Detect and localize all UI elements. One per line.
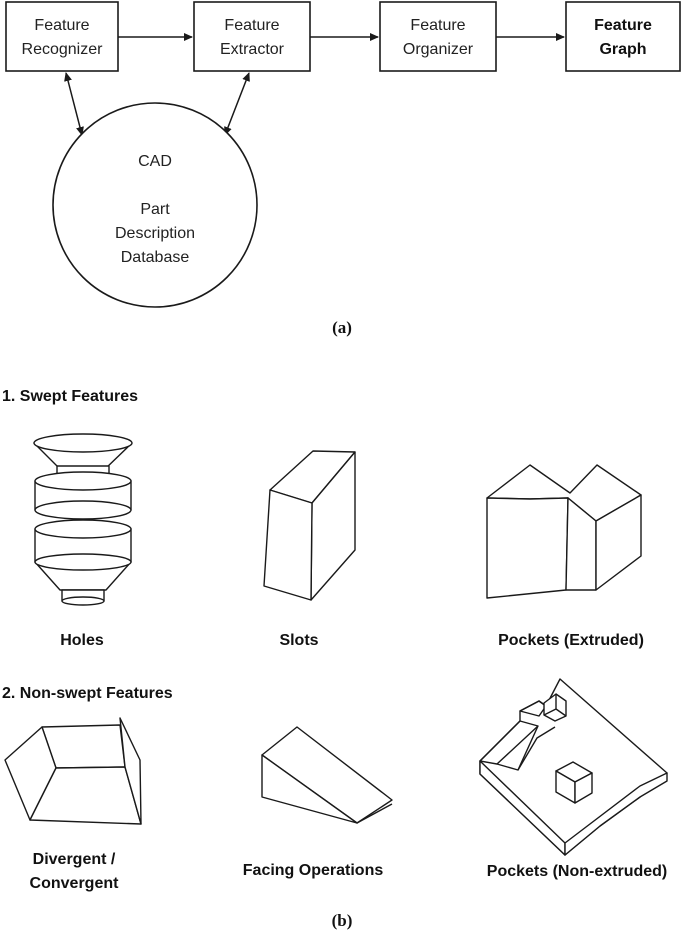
arrow-recognizer-database bbox=[64, 72, 84, 136]
facing-operations-label: Facing Operations bbox=[243, 862, 384, 879]
holes-label: Holes bbox=[60, 632, 104, 649]
divergent-convergent-label-line1: Divergent / bbox=[33, 851, 116, 868]
box-label-line2: Recognizer bbox=[22, 41, 104, 58]
slots-figure bbox=[263, 450, 356, 601]
pockets-nonextruded-figure bbox=[479, 678, 668, 856]
database-label-line2: Part bbox=[140, 201, 170, 218]
feature-extractor-box: Feature Extractor bbox=[193, 1, 311, 72]
divergent-convergent-figure bbox=[4, 717, 142, 825]
caption-a: (a) bbox=[332, 318, 352, 337]
pockets-extruded-figure bbox=[486, 464, 642, 599]
pockets-nonextruded-label: Pockets (Non-extruded) bbox=[487, 863, 667, 880]
database-label-line3: Description bbox=[115, 225, 195, 242]
box-label-line2: Graph bbox=[599, 41, 646, 58]
caption-b: (b) bbox=[332, 911, 353, 930]
section-nonswept-title: 2. Non-swept Features bbox=[2, 685, 173, 702]
feature-organizer-box: Feature Organizer bbox=[379, 1, 497, 72]
box-label-line1: Feature bbox=[410, 17, 465, 34]
holes-figure bbox=[33, 433, 133, 606]
box-label-line1: Feature bbox=[594, 17, 652, 34]
slots-label: Slots bbox=[279, 632, 318, 649]
feature-recognizer-box: Feature Recognizer bbox=[5, 1, 119, 72]
divergent-convergent-label-line2: Convergent bbox=[30, 875, 120, 892]
database-label-line1: CAD bbox=[138, 153, 172, 170]
section-swept-title: 1. Swept Features bbox=[2, 388, 138, 405]
pockets-extruded-label: Pockets (Extruded) bbox=[498, 632, 644, 649]
box-label-line1: Feature bbox=[224, 17, 279, 34]
database-label-line4: Database bbox=[121, 249, 190, 266]
box-label-line2: Organizer bbox=[403, 41, 474, 58]
feature-graph-box: Feature Graph bbox=[565, 1, 681, 72]
facing-operations-figure bbox=[261, 726, 393, 824]
cad-database-circle: CAD Part Description Database bbox=[52, 102, 258, 308]
box-label-line1: Feature bbox=[34, 17, 89, 34]
arrow-extractor-database bbox=[224, 72, 250, 136]
box-label-line2: Extractor bbox=[220, 41, 285, 58]
